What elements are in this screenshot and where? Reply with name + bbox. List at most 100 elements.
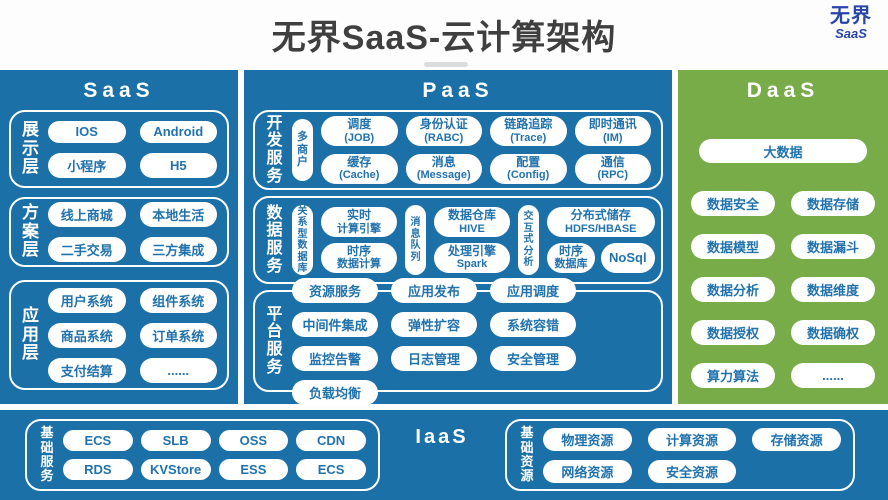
pill: 二手交易 xyxy=(48,237,126,262)
pill-line1: 通信 xyxy=(600,155,625,169)
pill: 网络资源 xyxy=(543,459,632,483)
pill: 日志管理 xyxy=(391,345,477,371)
pill: 安全管理 xyxy=(490,345,576,371)
pill-line2: 数据计算 xyxy=(337,258,381,271)
pill: SLB xyxy=(140,430,211,451)
pill-line1: 即时通讯 xyxy=(588,117,637,132)
pill: 通信(RPC) xyxy=(574,154,651,184)
pill: 数据授权 xyxy=(691,320,775,345)
pill: 组件系统 xyxy=(139,287,217,313)
box-label: 基础服务 xyxy=(40,425,54,484)
pill-line1: 调度 xyxy=(347,117,372,132)
pill: 缓存(Cache) xyxy=(321,154,398,184)
pill: ECS xyxy=(63,430,133,451)
iaas-basic-resources-box: 基础资源 物理资源计算资源存储资源网络资源安全资源 xyxy=(505,419,855,491)
pill: 系统容错 xyxy=(490,311,576,337)
pill-line1: 分布式储存 xyxy=(570,208,631,223)
pill: 小程序 xyxy=(48,152,126,178)
pill-line2: (JOB) xyxy=(344,131,375,144)
pill: 数据模型 xyxy=(691,234,775,259)
saas-application-layer: 应用层 用户系统组件系统商品系统订单系统支付结算...... xyxy=(9,280,229,390)
interactive-analysis-pill: 交互式分析 xyxy=(518,205,539,275)
pill-line2: 计算引擎 xyxy=(337,222,381,235)
pill: 负载均衡 xyxy=(292,379,378,405)
pill: 消息(Message) xyxy=(405,154,482,184)
brand-logo: 无界 SaaS xyxy=(830,6,872,40)
pill-line1: 时序 xyxy=(346,244,371,258)
multi-tenant-pill: 多商户 xyxy=(292,119,313,181)
layer-label: 方案层 xyxy=(22,202,39,260)
big-data-pill: 大数据 xyxy=(699,139,867,163)
pill-line2: (Config) xyxy=(507,169,550,182)
pill-line2: (RPC) xyxy=(597,169,629,182)
pill: 商品系统 xyxy=(48,322,126,348)
pill-line2: HDFS/HBASE xyxy=(565,222,637,235)
pill: ECS xyxy=(296,459,366,480)
pill: ESS xyxy=(218,459,289,480)
pill: 订单系统 xyxy=(139,322,217,348)
pill-line1: 处理引擎 xyxy=(447,244,496,258)
pill: IOS xyxy=(48,120,126,143)
paas-column: PaaS 开发服务 多商户 调度(JOB)身份认证(RABC)链路追踪(Trac… xyxy=(244,70,672,405)
pill: 线上商城 xyxy=(48,202,126,227)
pill-line1: 链路追踪 xyxy=(504,117,553,132)
saas-display-layer: 展示层 IOS Android 小程序 H5 xyxy=(9,110,229,188)
pill-line2: (IM) xyxy=(602,131,623,144)
pill: 用户系统 xyxy=(48,287,126,313)
pill: 数据维度 xyxy=(791,277,875,302)
layer-label: 应用层 xyxy=(22,305,39,363)
pill: H5 xyxy=(139,152,217,178)
storage-stack: 分布式储存 HDFS/HBASE 时序数据库 NoSql xyxy=(547,207,655,273)
pill-line2: HIVE xyxy=(459,222,485,235)
pill-grid: 用户系统组件系统商品系统订单系统支付结算...... xyxy=(48,287,217,383)
pill: KVStore xyxy=(140,459,211,480)
pill-line2: (Message) xyxy=(416,169,471,182)
pill: 存储资源 xyxy=(752,427,841,451)
brand-logo-en: SaaS xyxy=(835,26,867,41)
pill: 资源服务 xyxy=(292,277,378,303)
pill-stack: 实时计算引擎时序数据计算 xyxy=(321,207,397,273)
pill-grid: 数据安全数据存储数据模型数据漏斗数据分析数据维度数据授权数据确权算力算法....… xyxy=(691,191,875,388)
pill: 监控告警 xyxy=(292,345,378,371)
pill: ...... xyxy=(139,357,217,383)
message-queue-pill: 消息队列 xyxy=(405,205,426,275)
pill-row: 时序数据库 NoSql xyxy=(547,243,655,273)
pill: 安全资源 xyxy=(647,459,737,483)
pill-line1: 时序 xyxy=(558,244,583,258)
pill-grid: 线上商城本地生活二手交易三方集成 xyxy=(48,202,217,262)
pill-line2: (RABC) xyxy=(424,131,464,144)
pill: CDN xyxy=(296,430,366,451)
pill: NoSql xyxy=(601,243,655,273)
brand-logo-cn: 无界 xyxy=(830,5,872,27)
pill: 身份认证(RABC) xyxy=(405,116,482,146)
pill-grid: 资源服务应用发布应用调度中间件集成弹性扩容系统容错监控告警日志管理安全管理负载均… xyxy=(292,277,651,405)
pill: ...... xyxy=(791,363,875,388)
pill: 本地生活 xyxy=(139,202,217,227)
pill-line1: 数据仓库 xyxy=(447,208,496,223)
pill: RDS xyxy=(63,459,133,480)
pill: 支付结算 xyxy=(48,357,126,383)
pill: 时序数据计算 xyxy=(321,243,397,273)
pill: 应用调度 xyxy=(490,277,576,303)
daas-column-title: DaaS xyxy=(746,79,820,102)
pill-line2: 数据库 xyxy=(554,258,588,271)
pill-grid: 物理资源计算资源存储资源网络资源安全资源 xyxy=(543,427,841,483)
pill: 三方集成 xyxy=(139,237,217,262)
layer-label: 开发服务 xyxy=(266,114,283,185)
pill: 计算资源 xyxy=(647,427,737,451)
pill: Android xyxy=(139,120,217,143)
pill: 中间件集成 xyxy=(292,311,378,337)
pill-line2: (Trace) xyxy=(510,131,547,144)
layer-label: 数据服务 xyxy=(266,204,283,275)
paas-dev-services-layer: 开发服务 多商户 调度(JOB)身份认证(RABC)链路追踪(Trace)即时通… xyxy=(253,110,663,190)
saas-solution-layer: 方案层 线上商城本地生活二手交易三方集成 xyxy=(9,197,229,267)
pill-line2: (Cache) xyxy=(339,169,380,182)
layer-label: 平台服务 xyxy=(266,305,283,376)
pill: 调度(JOB) xyxy=(321,116,398,146)
layer-label: 展示层 xyxy=(22,119,39,177)
